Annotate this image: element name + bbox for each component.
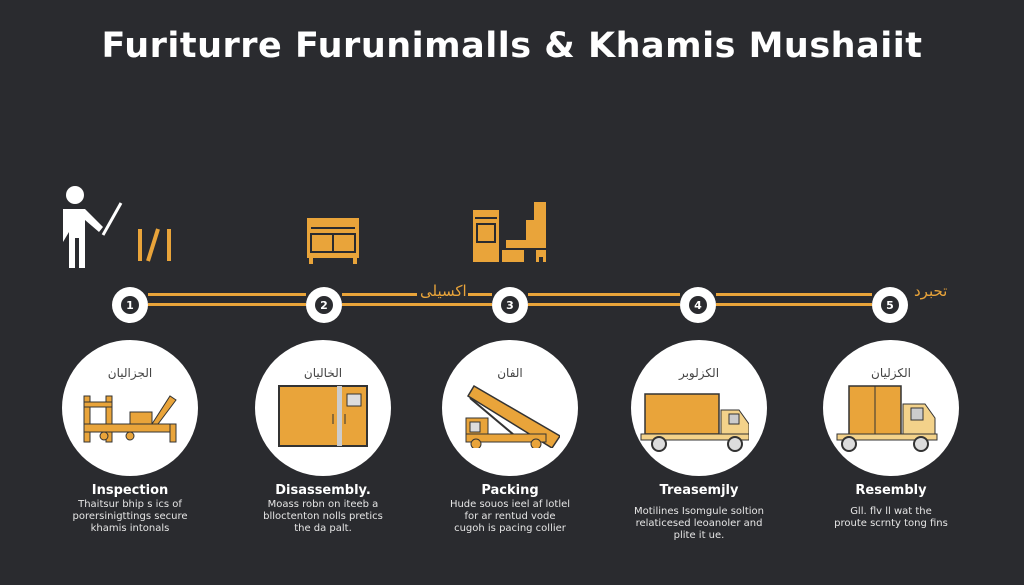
timeline-line (716, 303, 872, 306)
step-illustration-1: الجزاليان (62, 340, 198, 476)
step-desc: cugoh is pacing collier (454, 523, 566, 534)
step-desc: for ar rentud vode (464, 511, 556, 522)
step-title: Treasemjly (659, 483, 739, 498)
step-title: Inspection (91, 483, 169, 498)
wardrobe-truck-icon (836, 385, 938, 452)
timeline-line (342, 293, 417, 296)
arabic-label: الكزلوبر (678, 366, 720, 380)
truck-icon (640, 393, 749, 452)
step-desc: the da palt. (294, 523, 352, 534)
step-desc: relaticesed leoanoler and (635, 518, 763, 529)
step-desc: khamis intonals (90, 523, 170, 534)
step-desc: Motilines Isomgule soltion (634, 506, 764, 517)
bed-frame-icon (83, 395, 177, 443)
step-number-1: 1 (112, 287, 148, 323)
step-1: Inspection Thaitsur bhip s ics of porers… (35, 483, 225, 534)
step-title: Packing (481, 483, 539, 498)
inspector-person-icon (63, 186, 171, 268)
step-desc: proute scrnty tong fins (834, 518, 948, 529)
timeline-line (716, 293, 872, 296)
timeline-line (148, 303, 306, 306)
step-title: Disassembly. (275, 483, 371, 498)
step-desc: Hude souos ieel af lotlel (449, 499, 571, 510)
arabic-label: الخاليان (303, 366, 343, 380)
page-title: Furiturre Furunimalls & Khamis Mushaiit (101, 26, 923, 66)
step-illustration-5: الكزليان (823, 340, 959, 476)
step-2: Disassembly. Moass robn on iteeb a blloc… (228, 483, 418, 534)
step-number-5: 5 (872, 287, 908, 323)
timeline-line (528, 293, 680, 296)
step-number-2: 2 (306, 287, 342, 323)
timeline-line (148, 293, 306, 296)
step-illustration-4: الكزلوبر (631, 340, 767, 476)
step-desc: Moass robn on iteeb a (267, 499, 379, 510)
step-3: Packing Hude souos ieel af lotlel for ar… (415, 483, 605, 534)
arabic-label: الفان (497, 366, 523, 380)
step-desc: porersinigttings secure (72, 511, 188, 522)
step-desc: plite it ue. (673, 530, 725, 541)
arabic-label: الجزاليان (107, 366, 153, 380)
dresser-icon (307, 218, 359, 264)
arabic-label: الكزليان (871, 366, 911, 380)
timeline-line (468, 293, 492, 296)
step-number-4: 4 (680, 287, 716, 323)
step-desc: Thaitsur bhip s ics of (78, 499, 182, 510)
step-title: Resembly (855, 483, 927, 498)
wardrobe-icon (278, 385, 368, 447)
timeline-label: تحبرد (914, 282, 948, 300)
step-desc: blloctenton nolls pretics (263, 511, 383, 522)
step-illustration-2: الخاليان (255, 340, 391, 476)
step-number-3: 3 (492, 287, 528, 323)
step-desc: Gll. flv ll wat the (850, 506, 932, 517)
step-illustration-3: الفان (442, 340, 578, 476)
timeline-label: اكسيلى (420, 282, 467, 300)
timeline-line (342, 303, 492, 306)
step-4: Treasemjly Motilines Isomgule soltion re… (604, 483, 794, 541)
step-5: Resembly Gll. flv ll wat the proute scrn… (796, 483, 986, 529)
lift-truck-icon (465, 384, 560, 448)
cabinet-chair-icon (473, 202, 546, 262)
timeline-line (528, 303, 680, 306)
